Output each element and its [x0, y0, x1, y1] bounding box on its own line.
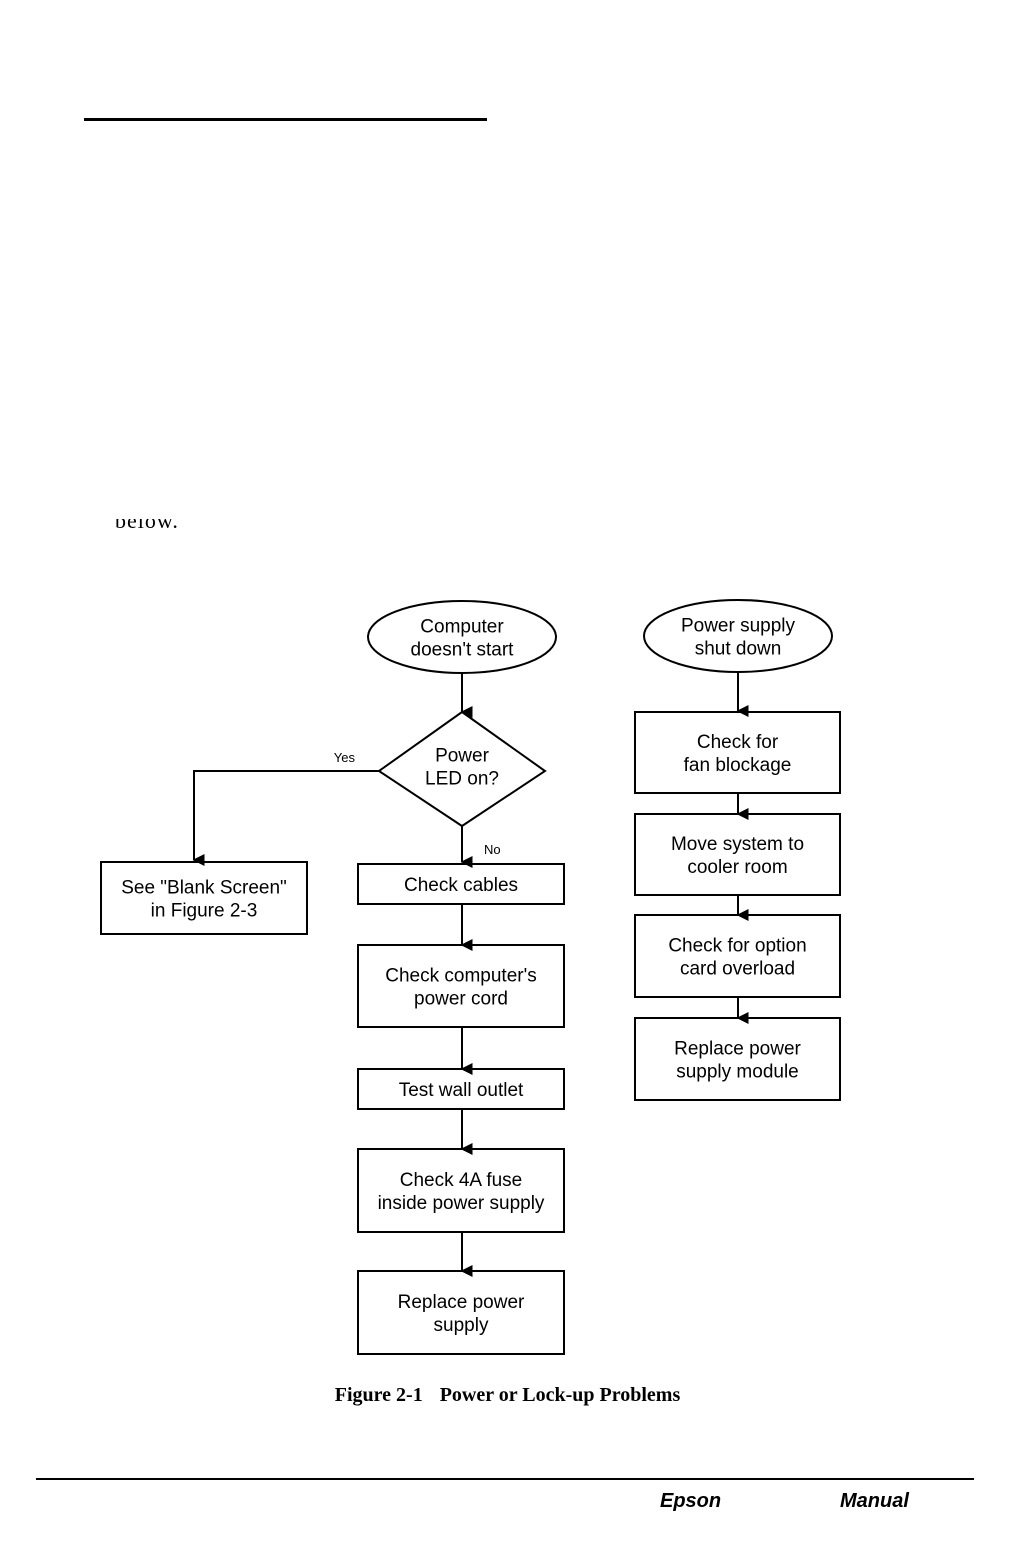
box-right-step-3-label-line-2: card overload: [680, 959, 795, 980]
box-right-step-4: [634, 1017, 841, 1101]
arrow-yes-branch: [192, 770, 379, 866]
decision-label-line-2: LED on?: [425, 769, 499, 790]
box-left-step-4-label-line-2: inside power supply: [378, 1193, 545, 1214]
box-see-blank-screen: [100, 861, 308, 935]
decision-label-line-1: Power: [435, 746, 490, 767]
box-left-step-3-label-line-1: Test wall outlet: [399, 1080, 524, 1101]
box-left-step-5-label-line-1: Replace power: [398, 1292, 525, 1313]
box-see-blank-screen-label-line-1: See "Blank Screen": [121, 878, 287, 899]
footer-brand: Epson: [660, 1490, 722, 1512]
box-left-step-2-label-line-2: power cord: [414, 989, 508, 1010]
start-oval-computer-label-line-2: doesn't start: [411, 640, 515, 661]
figure-title: Power or Lock-up Problems: [439, 1384, 681, 1406]
box-left-step-4-label-line-1: Check 4A fuse: [400, 1170, 523, 1191]
box-right-step-3-label-line-1: Check for option: [668, 936, 806, 957]
box-right-step-4-label-line-1: Replace power: [674, 1039, 801, 1060]
start-oval-computer-label-line-1: Computer: [420, 617, 504, 638]
box-right-step-1-label-line-1: Check for: [697, 732, 779, 753]
box-left-step-2-label-line-1: Check computer's: [385, 966, 536, 987]
box-left-step-5-label-line-2: supply: [434, 1315, 489, 1336]
box-left-step-1-label-line-1: Check cables: [404, 875, 518, 896]
box-right-step-2-label-line-1: Move system to: [671, 834, 804, 855]
start-oval-power-supply-label-line-2: shut down: [695, 639, 782, 660]
header-rule: [84, 118, 487, 121]
cut-off-text-fragment: below.: [115, 519, 179, 531]
box-left-step-5: [357, 1270, 565, 1355]
start-oval-power-supply-label-line-1: Power supply: [681, 616, 796, 637]
footer-manual: Manual: [840, 1490, 909, 1512]
figure-caption: Figure 2-1 Power or Lock-up Problems: [0, 1384, 1015, 1407]
box-right-step-2-label-line-2: cooler room: [687, 857, 787, 878]
box-see-blank-screen-label-line-2: in Figure 2-3: [151, 901, 258, 922]
yes-label: Yes: [334, 750, 356, 765]
footer-rule: [36, 1478, 974, 1480]
no-label: No: [484, 842, 501, 857]
box-right-step-4-label-line-2: supply module: [676, 1062, 799, 1083]
box-right-step-1-label-line-2: fan blockage: [684, 755, 792, 776]
figure-number: Figure 2-1: [334, 1384, 423, 1406]
